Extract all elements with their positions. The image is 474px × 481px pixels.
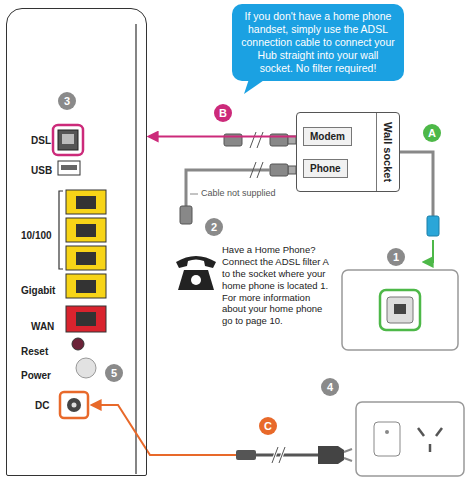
phone-note: Have a Home Phone? Connect the ADSL filt… bbox=[222, 244, 334, 327]
ethernet-ports bbox=[66, 190, 106, 298]
plug-pin bbox=[344, 458, 352, 461]
dsl-port-slot bbox=[62, 134, 74, 144]
port-label: WAN bbox=[31, 321, 54, 332]
speech-bubble-text: If you don't have a home phone handset, … bbox=[240, 10, 396, 75]
callout-number-text: 2 bbox=[205, 218, 223, 236]
lan-slot bbox=[76, 252, 96, 265]
mains-plug bbox=[318, 446, 344, 464]
filter-plug bbox=[427, 216, 439, 236]
filter-port bbox=[288, 166, 296, 174]
cable-break bbox=[272, 447, 285, 463]
phone-base bbox=[178, 270, 214, 290]
socket-slot bbox=[394, 304, 406, 314]
power-outlet bbox=[356, 402, 464, 476]
insert-arrow bbox=[424, 240, 433, 262]
port-label: USB bbox=[31, 165, 52, 176]
wall-plate bbox=[342, 270, 458, 350]
outlet-switch bbox=[374, 422, 400, 456]
switch-dot bbox=[385, 430, 389, 434]
dc-pin bbox=[72, 403, 77, 408]
wan-port bbox=[66, 306, 106, 332]
hub-housing: DSL USB 10/100GigabitWAN ResetPowerDC 3 5 bbox=[6, 8, 147, 476]
callout-letter-text: A bbox=[423, 124, 441, 142]
speech-bubble: If you don't have a home phone handset, … bbox=[232, 4, 404, 81]
callout-number-text: 1 bbox=[387, 248, 405, 266]
wall-socket-filter: Wall socket ModemPhone bbox=[296, 112, 400, 192]
modem-port: Modem bbox=[303, 127, 352, 146]
usb-slot bbox=[61, 165, 77, 170]
reset-button bbox=[72, 338, 84, 350]
rj-plug bbox=[180, 206, 192, 224]
port-label: 10/100 bbox=[21, 230, 52, 241]
lan-port bbox=[66, 218, 106, 242]
callout-number: 1 bbox=[387, 248, 405, 266]
power-button bbox=[76, 358, 96, 378]
cable-connector bbox=[149, 136, 301, 138]
phone-port: Phone bbox=[303, 159, 348, 178]
lan-port bbox=[66, 274, 106, 298]
lan-port bbox=[66, 246, 106, 270]
callout-letter: B bbox=[214, 104, 232, 122]
port-label: Power bbox=[21, 370, 51, 381]
callout-number-text: 5 bbox=[105, 364, 123, 382]
usb-port bbox=[58, 161, 80, 175]
dsl-highlight bbox=[53, 125, 83, 155]
panel-edge bbox=[135, 24, 136, 474]
port-label: Gigabit bbox=[21, 285, 55, 296]
barrel-plug bbox=[236, 450, 256, 460]
outlet-slot bbox=[418, 428, 424, 436]
callout-number: 4 bbox=[321, 378, 339, 396]
dsl-port bbox=[58, 130, 78, 150]
rj-plug bbox=[270, 164, 288, 176]
dc-port bbox=[67, 398, 81, 412]
cable-break bbox=[250, 162, 263, 178]
phone-socket bbox=[387, 297, 413, 323]
callout-number-text: 4 bbox=[321, 378, 339, 396]
cable-note: Cable not supplied bbox=[201, 188, 311, 199]
cable-break bbox=[272, 447, 285, 463]
outlet-slot bbox=[429, 444, 432, 452]
callout-letter: A bbox=[423, 124, 441, 142]
port-label: DC bbox=[35, 400, 49, 411]
cable-break bbox=[250, 132, 263, 148]
filter-cable bbox=[400, 152, 433, 216]
callout-letter: C bbox=[259, 417, 277, 435]
lan-port bbox=[66, 190, 106, 214]
callout-number: 2 bbox=[205, 218, 223, 236]
handset bbox=[176, 256, 216, 268]
dial bbox=[191, 275, 201, 285]
bracket bbox=[59, 191, 63, 269]
port-label: Reset bbox=[21, 346, 48, 357]
wall-socket-filter-text: Wall socket bbox=[376, 113, 399, 191]
phone-port-text: Phone bbox=[310, 163, 341, 174]
modem-port-text: Modem bbox=[310, 131, 345, 142]
leader-line bbox=[190, 194, 198, 195]
port-label: DSL bbox=[31, 135, 51, 146]
wan-slot bbox=[76, 312, 96, 326]
callout-letter-text: C bbox=[259, 417, 277, 435]
lan-slot bbox=[76, 280, 96, 293]
power-cable bbox=[256, 454, 318, 457]
lan-slot bbox=[76, 224, 96, 237]
callout-letter-text: B bbox=[214, 104, 232, 122]
socket-highlight bbox=[380, 290, 420, 330]
power-arrow bbox=[92, 405, 236, 455]
outlet-slot bbox=[436, 428, 442, 436]
callout-number-text: 3 bbox=[58, 92, 76, 110]
lan-slot bbox=[76, 196, 96, 209]
dc-highlight bbox=[60, 392, 88, 418]
telephone-icon bbox=[176, 256, 216, 290]
callout-number: 3 bbox=[58, 92, 76, 110]
callout-number: 5 bbox=[105, 364, 123, 382]
plug-pin bbox=[344, 449, 352, 452]
